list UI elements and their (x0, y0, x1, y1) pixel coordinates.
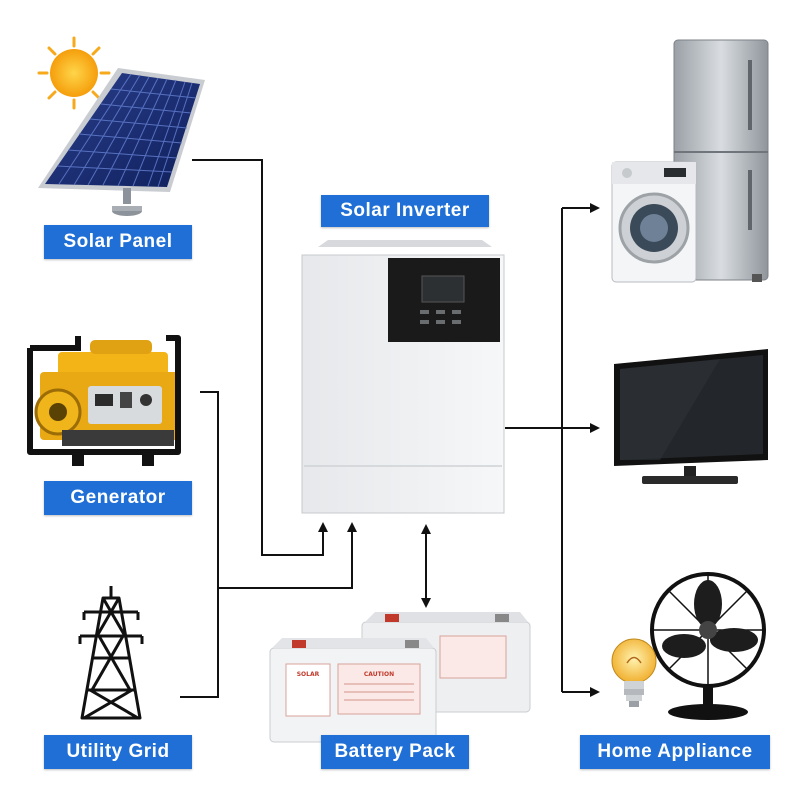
battery-icon: SOLAR CAUTION (269, 612, 531, 743)
label-utility-grid: Utility Grid (44, 735, 192, 769)
television-icon (614, 349, 768, 484)
label-solar-panel: Solar Panel (44, 225, 192, 259)
label-home-appliance: Home Appliance (580, 735, 770, 769)
label-generator: Generator (44, 481, 192, 515)
connector-grid (218, 522, 357, 589)
label-solar-inverter: Solar Inverter (321, 195, 489, 227)
connector-generator (180, 391, 219, 698)
light-bulb-icon (611, 638, 657, 707)
solar-panel-icon (38, 68, 205, 216)
label-battery-pack: Battery Pack (321, 735, 469, 769)
transmission-tower-icon (78, 586, 144, 720)
sun-icon (37, 36, 111, 110)
battery-caution: CAUTION (364, 671, 394, 678)
generator-icon (27, 335, 181, 466)
inverter-icon (301, 240, 505, 514)
connectors (180, 159, 600, 698)
washing-machine-icon (611, 161, 697, 283)
connector-solar (192, 159, 328, 556)
fan-icon (650, 572, 766, 720)
battery-brand: SOLAR (297, 671, 320, 678)
